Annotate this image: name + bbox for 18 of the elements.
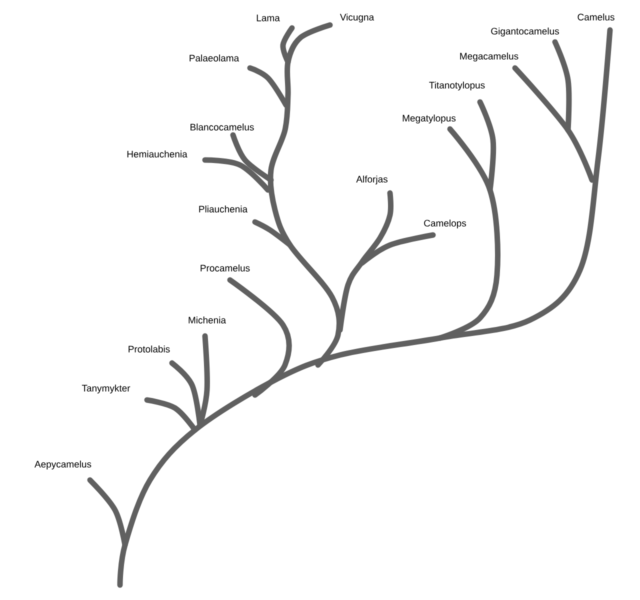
taxon-label: Megatylopus — [402, 114, 456, 124]
taxon-label: Camelus — [578, 14, 614, 20]
taxon-label: Michenia — [188, 316, 226, 324]
taxon-label: Lama — [256, 14, 280, 22]
taxon-label: Aepycamelus — [34, 460, 92, 470]
taxon-label: Megacamelus — [460, 52, 518, 62]
taxon-label: Alforjas — [356, 176, 388, 184]
taxon-label: Procamelus — [200, 264, 250, 272]
taxon-label: Protolabis — [128, 346, 170, 352]
taxon-label: Tanymykter — [82, 384, 130, 394]
taxon-label: Titanotylopus — [429, 82, 485, 90]
taxon-label: Pliauchenia — [199, 206, 248, 212]
taxon-label: Vicugna — [340, 14, 374, 22]
taxon-label: Palaeolama — [190, 54, 240, 62]
taxon-label: Gigantocamelus — [491, 28, 559, 36]
taxon-label: Hemiauchenia — [127, 150, 188, 158]
taxon-label: Blancocamelus — [190, 124, 254, 130]
taxon-label: Camelops — [424, 220, 466, 228]
